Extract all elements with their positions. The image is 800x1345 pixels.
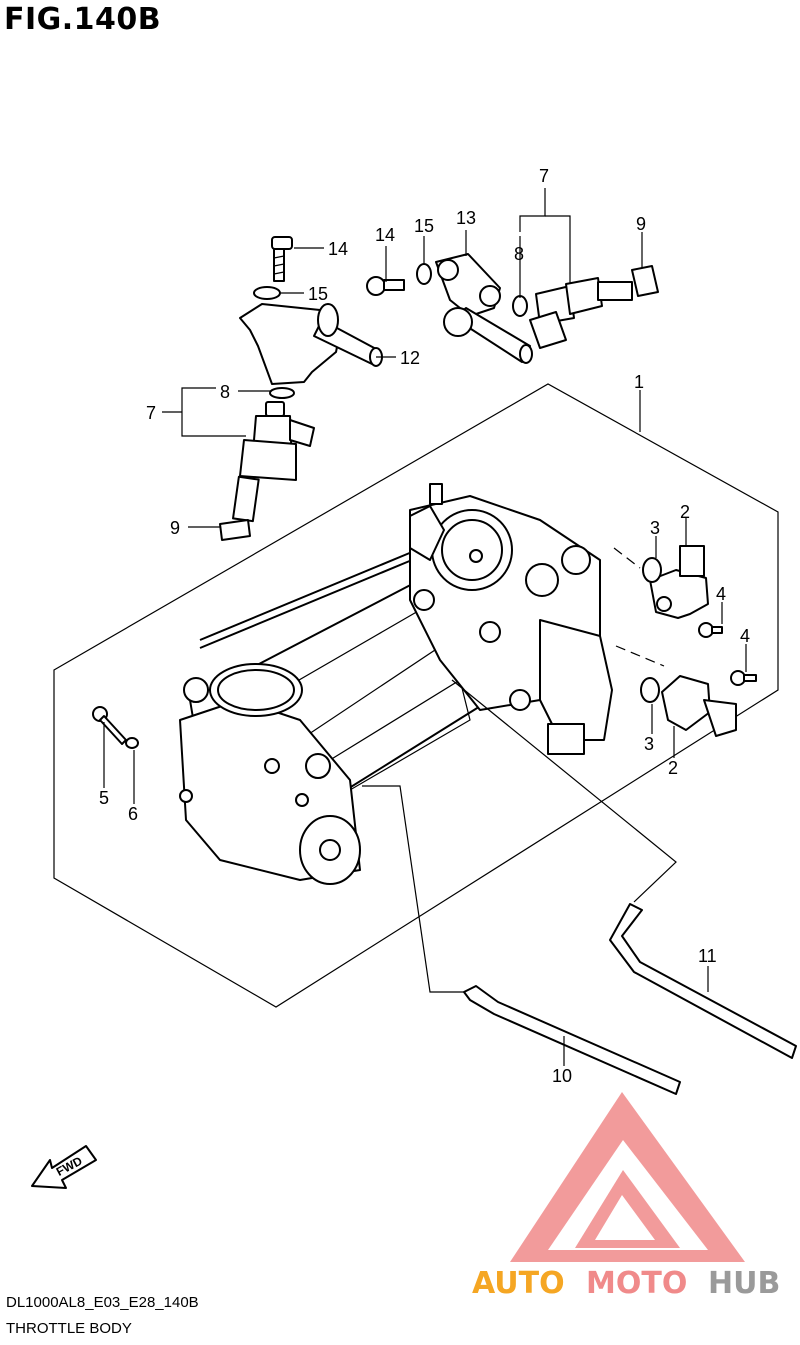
svg-text:HUB: HUB xyxy=(708,1266,780,1301)
throttle-position-sensor-2-lower xyxy=(661,675,737,737)
watermark-logo xyxy=(510,1092,745,1262)
o-ring-3-upper xyxy=(642,557,662,583)
callout-13: 13 xyxy=(456,208,476,228)
fwd-arrow-icon xyxy=(31,1145,97,1189)
o-ring-8-right xyxy=(512,295,528,317)
o-ring-3-lower xyxy=(640,677,660,703)
screw-4-lower xyxy=(730,670,757,686)
leader-lines xyxy=(103,188,747,1066)
callout-8-right: 8 xyxy=(514,244,524,264)
vacuum-hose-10 xyxy=(463,985,681,1095)
callout-1: 1 xyxy=(634,372,644,392)
callout-14-upper: 14 xyxy=(328,239,348,259)
callout-3-upper: 3 xyxy=(650,518,660,538)
callout-2-lower: 2 xyxy=(668,758,678,778)
svg-text:MOTO: MOTO xyxy=(586,1266,687,1301)
callout-7-left: 7 xyxy=(146,403,156,423)
callout-8-left: 8 xyxy=(220,382,230,402)
bolt-14-upper xyxy=(271,236,293,282)
callout-3-lower: 3 xyxy=(644,734,654,754)
figure-title: FIG.140B xyxy=(4,2,162,37)
washer-15-upper xyxy=(253,286,281,300)
bolt-14-right xyxy=(366,276,405,296)
screw-5 xyxy=(92,706,127,745)
seal-9-left xyxy=(219,519,251,541)
seal-9-right xyxy=(631,265,659,297)
footer-caption: THROTTLE BODY xyxy=(6,1320,132,1337)
throttle-body-assembly xyxy=(179,483,613,885)
o-ring-8-left xyxy=(269,387,295,399)
callout-15-upper: 15 xyxy=(308,284,328,304)
callout-4-upper: 4 xyxy=(716,584,726,604)
svg-text:AUTO: AUTO xyxy=(472,1266,565,1301)
callout-15-right: 15 xyxy=(414,216,434,236)
injector-7-left xyxy=(232,401,315,523)
callout-7-right: 7 xyxy=(539,166,549,186)
washer-6 xyxy=(125,737,139,749)
callout-12: 12 xyxy=(400,348,420,368)
assembly-outline xyxy=(53,383,779,1008)
callout-9-right: 9 xyxy=(636,214,646,234)
injector-7-right xyxy=(529,277,633,349)
washer-15-right xyxy=(416,263,432,285)
fuel-pipe-13 xyxy=(435,253,533,364)
callout-5: 5 xyxy=(99,788,109,808)
callout-14-right: 14 xyxy=(375,225,395,245)
footer-code: DL1000AL8_E03_E28_140B xyxy=(6,1294,199,1311)
callout-9-left: 9 xyxy=(170,518,180,538)
callout-6: 6 xyxy=(128,804,138,824)
fuel-delivery-pipe-12 xyxy=(239,303,383,385)
callout-4-lower: 4 xyxy=(740,626,750,646)
callout-11: 11 xyxy=(698,946,717,966)
callout-2-upper: 2 xyxy=(680,502,690,522)
callout-10: 10 xyxy=(552,1066,572,1086)
vacuum-hose-11 xyxy=(609,903,797,1059)
screw-4-upper xyxy=(698,622,723,638)
throttle-position-sensor-2-upper xyxy=(649,545,709,619)
watermark-text: AUTO MOTO HUB xyxy=(472,1266,780,1301)
